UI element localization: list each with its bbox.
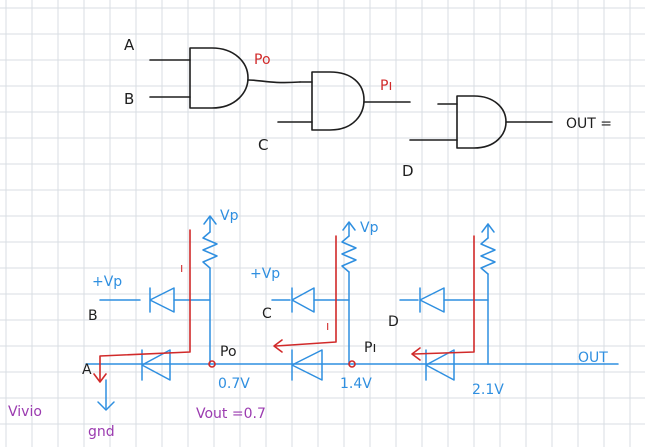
resistor-1 bbox=[202, 231, 218, 269]
and-gate-2 bbox=[311, 71, 365, 131]
current-arrow-3 bbox=[411, 347, 421, 361]
note-left-word: Vivio bbox=[8, 404, 42, 420]
resistor-3 bbox=[480, 237, 496, 275]
current-arrow-1 bbox=[93, 373, 107, 383]
diode-p0-p1 bbox=[291, 349, 323, 381]
note-vout: Vout =0.7 bbox=[196, 406, 266, 422]
vp1-arrow bbox=[203, 215, 217, 225]
and-gate-1 bbox=[189, 47, 249, 109]
diode-p1-out bbox=[425, 349, 455, 381]
node-p1 bbox=[348, 360, 356, 368]
label-p1-circuit: Pı bbox=[364, 340, 376, 356]
label-c-circuit: C bbox=[262, 306, 272, 322]
label-d: D bbox=[402, 162, 414, 180]
label-vp-1: Vp bbox=[220, 208, 239, 224]
label-out-circuit: OUT bbox=[578, 350, 608, 366]
label-d-circuit: D bbox=[388, 314, 399, 330]
current-path-1 bbox=[99, 229, 191, 381]
current-path-2 bbox=[275, 235, 337, 347]
label-a-circuit: A bbox=[82, 362, 92, 378]
label-current-2: ı bbox=[326, 319, 329, 333]
label-2-1v: 2.1V bbox=[472, 382, 504, 398]
label-b: B bbox=[124, 90, 134, 108]
label-plus-vp-c: +Vp bbox=[250, 266, 280, 282]
label-0-7v: 0.7V bbox=[218, 376, 250, 392]
and-gate-3 bbox=[456, 95, 507, 149]
label-current-1: ı bbox=[180, 261, 183, 275]
vp2-arrow bbox=[342, 221, 356, 231]
diode-c bbox=[291, 287, 315, 313]
note-gnd: gnd bbox=[88, 424, 115, 440]
diode-a bbox=[141, 349, 171, 381]
label-p0-gate: Po bbox=[254, 52, 271, 68]
resistor-2 bbox=[341, 235, 357, 273]
label-p1-gate: Pı bbox=[380, 78, 392, 94]
current-arrow-2 bbox=[273, 339, 283, 353]
label-out-gate: OUT = bbox=[566, 116, 612, 132]
label-p0-circuit: Po bbox=[220, 344, 237, 360]
label-c: C bbox=[258, 136, 268, 154]
label-b-circuit: B bbox=[88, 308, 98, 324]
diode-d bbox=[419, 287, 445, 313]
ground-arrow bbox=[97, 401, 115, 411]
wire-p0 bbox=[247, 79, 301, 84]
node-p0 bbox=[208, 360, 216, 368]
vp3-arrow bbox=[481, 223, 495, 233]
label-1-4v: 1.4V bbox=[340, 376, 372, 392]
current-path-3 bbox=[413, 235, 475, 355]
label-vp-2: Vp bbox=[360, 220, 379, 236]
label-a: A bbox=[124, 36, 135, 54]
label-plus-vp-b: +Vp bbox=[92, 274, 122, 290]
